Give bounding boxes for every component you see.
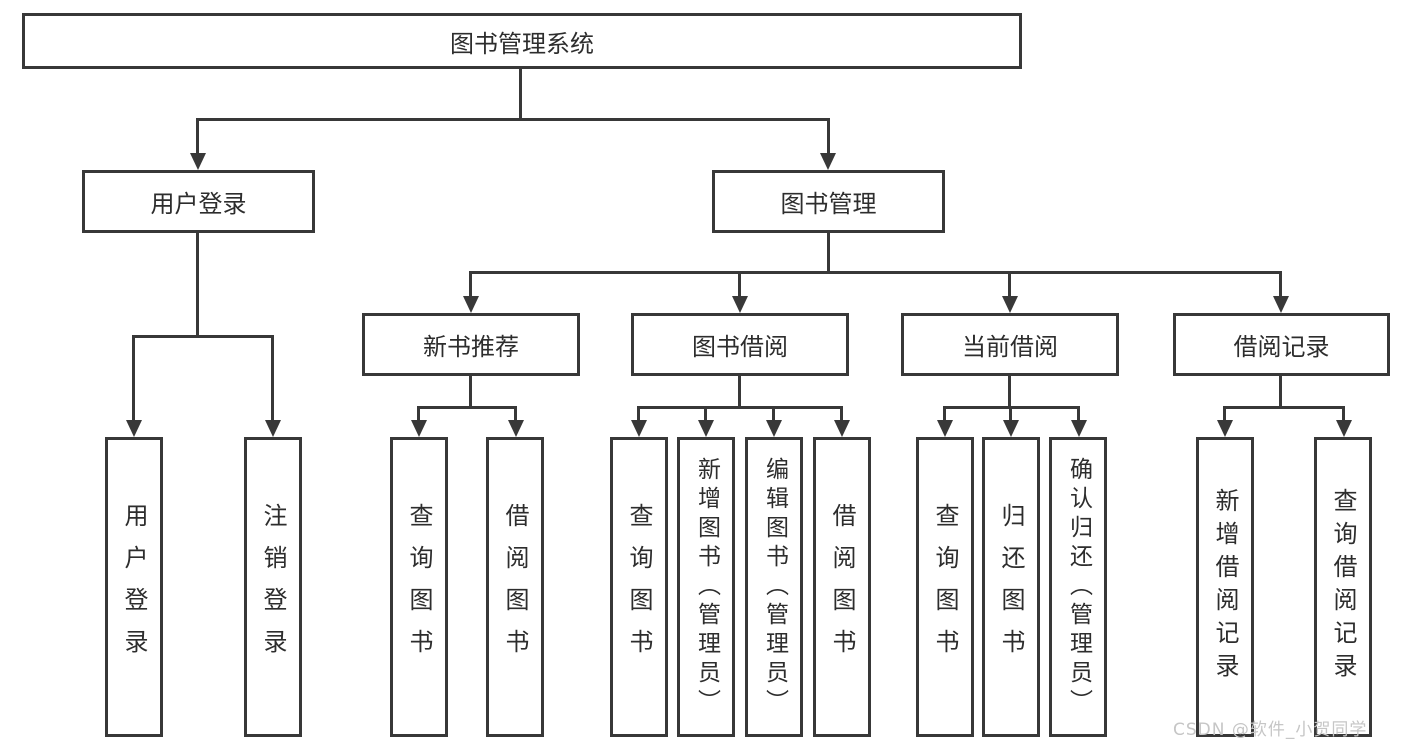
node-label: 新书推荐: [423, 333, 519, 361]
node-label: 查询借阅记录: [1329, 488, 1357, 686]
connector-line: [637, 406, 640, 424]
arrow-down-icon: [1217, 420, 1233, 437]
node-book-borrowing: 图书借阅: [631, 313, 849, 376]
connector-line: [704, 406, 707, 424]
leaf-borrow-books-recommend: 借阅图书: [486, 437, 544, 737]
leaf-query-books-borrowing: 查询图书: [610, 437, 668, 737]
node-label: 新增图书（管理员）: [693, 456, 720, 718]
connector-line: [1342, 406, 1345, 424]
node-label: 注销登录: [259, 503, 287, 671]
node-label: 借阅图书: [501, 503, 529, 671]
leaf-query-books-current: 查询图书: [916, 437, 974, 737]
connector-line: [469, 376, 472, 406]
connector-line: [827, 233, 830, 271]
node-label: 图书借阅: [692, 333, 788, 361]
connector-line: [469, 271, 472, 299]
node-label: 当前借阅: [962, 333, 1058, 361]
connector-line: [840, 406, 843, 424]
connector-line: [827, 118, 830, 156]
connector-line: [1008, 271, 1011, 299]
connector-line: [1009, 406, 1012, 424]
node-label: 归还图书: [997, 503, 1025, 671]
connector-line: [772, 406, 775, 424]
arrow-down-icon: [411, 420, 427, 437]
node-new-book-recommend: 新书推荐: [362, 313, 580, 376]
leaf-return-books: 归还图书: [982, 437, 1040, 737]
node-label: 查询图书: [625, 503, 653, 671]
leaf-logout: 注销登录: [244, 437, 302, 737]
connector-line: [1223, 406, 1226, 424]
connector-line: [1008, 376, 1011, 406]
connector-line: [1279, 271, 1282, 299]
arrow-down-icon: [1071, 420, 1087, 437]
arrow-down-icon: [766, 420, 782, 437]
connector-line: [417, 406, 420, 424]
node-label: 图书管理: [780, 190, 877, 218]
node-current-borrowing: 当前借阅: [901, 313, 1119, 376]
arrow-down-icon: [463, 296, 479, 313]
connector-line: [943, 406, 946, 424]
arrow-down-icon: [1273, 296, 1289, 313]
connector-line: [519, 69, 522, 118]
connector-line: [514, 406, 517, 424]
node-user-login: 用户登录: [82, 170, 315, 233]
leaf-add-borrow-record: 新增借阅记录: [1196, 437, 1254, 737]
leaf-confirm-return-admin: 确认归还（管理员）: [1049, 437, 1107, 737]
node-label: 借阅图书: [828, 503, 856, 671]
connector-line: [1279, 376, 1282, 406]
node-label: 查询图书: [931, 503, 959, 671]
arrow-down-icon: [1002, 296, 1018, 313]
leaf-query-borrow-record: 查询借阅记录: [1314, 437, 1372, 737]
leaf-edit-books-admin: 编辑图书（管理员）: [745, 437, 803, 737]
node-borrow-records: 借阅记录: [1173, 313, 1390, 376]
arrow-down-icon: [937, 420, 953, 437]
node-label: 图书管理系统: [450, 29, 594, 58]
csdn-watermark: CSDN @软件_小贺同学: [1173, 720, 1368, 740]
leaf-add-books-admin: 新增图书（管理员）: [677, 437, 735, 737]
arrow-down-icon: [732, 296, 748, 313]
connector-line: [738, 376, 741, 406]
node-library-system: 图书管理系统: [22, 13, 1022, 69]
arrow-down-icon: [631, 420, 647, 437]
node-book-management: 图书管理: [712, 170, 945, 233]
node-label: 确认归还（管理员）: [1065, 456, 1092, 718]
connector-line: [132, 335, 274, 338]
connector-line: [738, 271, 741, 299]
arrow-down-icon: [190, 153, 206, 170]
leaf-query-books-recommend: 查询图书: [390, 437, 448, 737]
connector-line: [132, 335, 135, 423]
connector-line: [196, 233, 199, 335]
connector-line: [1077, 406, 1080, 424]
node-label: 新增借阅记录: [1211, 488, 1239, 686]
node-label: 编辑图书（管理员）: [761, 456, 788, 718]
connector-line: [1223, 406, 1345, 409]
arrow-down-icon: [1003, 420, 1019, 437]
arrow-down-icon: [508, 420, 524, 437]
connector-line: [417, 406, 517, 409]
arrow-down-icon: [698, 420, 714, 437]
node-label: 借阅记录: [1233, 333, 1330, 361]
connector-line: [469, 271, 1282, 274]
arrow-down-icon: [126, 420, 142, 437]
connector-line: [271, 335, 274, 423]
connector-line: [197, 118, 830, 121]
leaf-user-login: 用户登录: [105, 437, 163, 737]
leaf-borrow-books: 借阅图书: [813, 437, 871, 737]
node-label: 用户登录: [120, 503, 148, 671]
arrow-down-icon: [265, 420, 281, 437]
connector-line: [196, 118, 199, 156]
node-label: 查询图书: [405, 503, 433, 671]
node-label: 用户登录: [150, 190, 247, 218]
arrow-down-icon: [820, 153, 836, 170]
arrow-down-icon: [834, 420, 850, 437]
arrow-down-icon: [1336, 420, 1352, 437]
connector-line: [637, 406, 843, 409]
